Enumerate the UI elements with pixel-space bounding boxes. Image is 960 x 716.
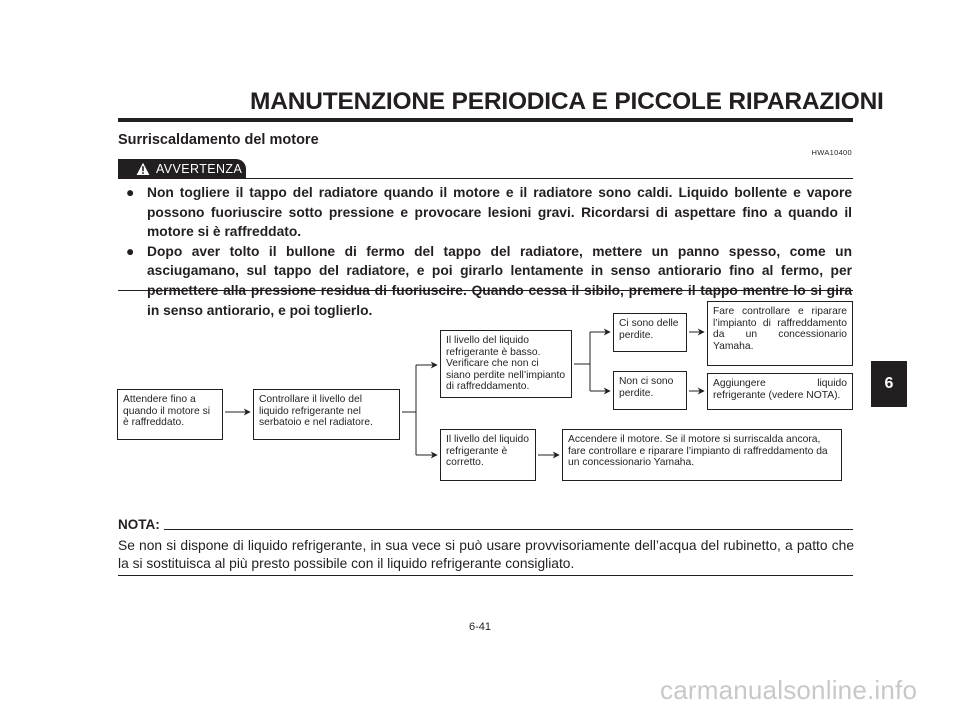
flow-box-start-engine: Accendere il motore. Se il motore si sur… <box>562 429 842 481</box>
flow-box-dealer: Fare controllare e riparare l’impianto d… <box>707 301 853 366</box>
chapter-tab: 6 <box>871 361 907 407</box>
flow-box-correct-level: Il livello del liquido refrigerante è co… <box>440 429 536 481</box>
note-text: Se non si dispone di liquido refrigerant… <box>118 538 854 571</box>
warning-item: ● Non togliere il tappo del radiatore qu… <box>126 183 852 242</box>
warning-list: ● Non togliere il tappo del radiatore qu… <box>126 183 852 320</box>
bullet-icon: ● <box>126 185 135 200</box>
flow-box-low-level: Il livello del liquido refrigerante è ba… <box>440 330 572 398</box>
note-end-rule <box>118 575 853 576</box>
note-label: NOTA: <box>118 517 160 532</box>
page-number: 6-41 <box>468 621 492 633</box>
warning-item-text: Dopo aver tolto il bullone di fermo del … <box>147 243 852 318</box>
page-title: MANUTENZIONE PERIODICA E PICCOLE RIPARAZ… <box>250 88 884 115</box>
warning-triangle-icon <box>136 162 150 175</box>
flow-box-wait: Attendere fino a quando il motore si è r… <box>117 389 223 440</box>
warning-item: ● Dopo aver tolto il bullone di fermo de… <box>126 242 852 320</box>
warning-badge: AVVERTENZA <box>118 159 246 179</box>
warning-rule <box>246 178 853 179</box>
warning-end-rule <box>118 290 853 291</box>
warning-label: AVVERTENZA <box>156 162 243 176</box>
bullet-icon: ● <box>126 243 135 259</box>
title-rule <box>118 118 853 122</box>
note-rule <box>164 529 853 530</box>
reference-code: HWA10400 <box>811 148 852 157</box>
flow-box-no-leaks: Non ci sono perdite. <box>613 371 687 410</box>
flow-box-check: Controllare il livello del liquido refri… <box>253 389 400 440</box>
watermark: carmanualsonline.info <box>660 675 918 705</box>
warning-item-text: Non togliere il tappo del radiatore quan… <box>147 185 852 240</box>
flow-box-add-coolant: Aggiungere liquido refrigerante (vedere … <box>707 373 853 410</box>
flow-box-leaks: Ci sono delle perdite. <box>613 313 687 352</box>
section-title: Surriscaldamento del motore <box>118 132 319 148</box>
